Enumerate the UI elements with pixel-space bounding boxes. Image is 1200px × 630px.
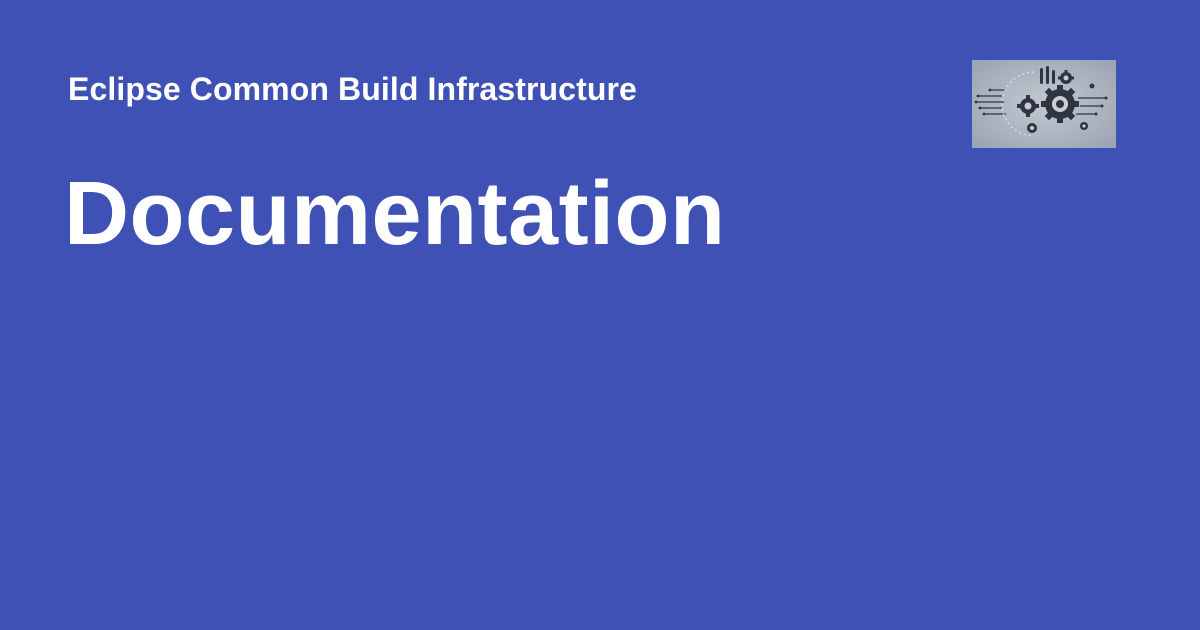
eclipse-gears-logo-icon: [972, 60, 1116, 148]
page-title: Documentation: [64, 164, 726, 264]
logo: [972, 60, 1116, 148]
site-name: Eclipse Common Build Infrastructure: [68, 71, 637, 107]
